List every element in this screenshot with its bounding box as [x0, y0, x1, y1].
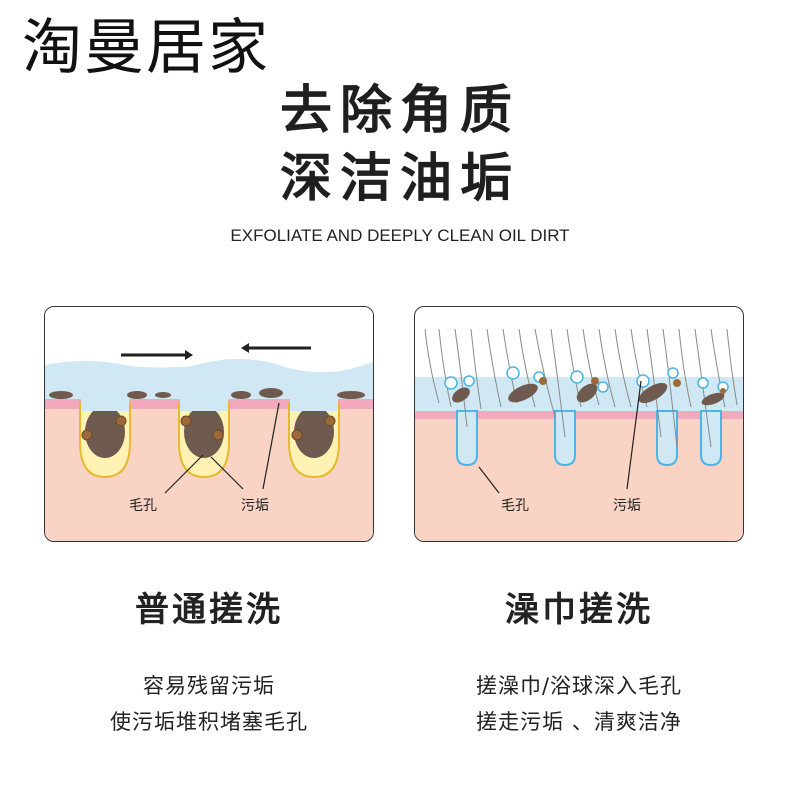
dirt-label: 污垢	[613, 498, 641, 514]
pore-2	[178, 402, 230, 479]
dirt-label: 污垢	[241, 498, 269, 514]
ordinary-scrub-illustration: 毛孔 污垢	[44, 306, 374, 542]
pore-label: 毛孔	[501, 498, 529, 514]
english-subtitle: EXFOLIATE AND DEEPLY CLEAN OIL DIRT	[230, 226, 570, 245]
ordinary-scrub-desc-2: 使污垢堆积堵塞毛孔	[110, 710, 308, 734]
towel-scrub-desc-1: 搓澡巾/浴球深入毛孔	[475, 674, 683, 698]
towel-scrub-desc-2: 搓走污垢 、清爽洁净	[476, 710, 682, 734]
ordinary-scrub-diagram	[45, 307, 373, 541]
towel-scrub-illustration: 毛孔 污垢	[414, 306, 744, 542]
surface-dirt	[49, 388, 365, 399]
ordinary-scrub-title: 普通搓洗	[135, 590, 283, 630]
clean-pores	[456, 410, 722, 467]
scrub-direction-arrows	[121, 343, 311, 360]
brand-name: 淘曼居家	[22, 13, 270, 83]
headline-line-2: 深洁油垢	[279, 149, 520, 209]
pore-label: 毛孔	[129, 498, 157, 514]
headline-line-1: 去除角质	[279, 81, 520, 141]
towel-scrub-diagram	[415, 328, 743, 541]
dirt-particles	[81, 415, 336, 441]
lifted-dirt	[444, 366, 729, 406]
ordinary-scrub-desc-1: 容易残留污垢	[143, 674, 275, 698]
towel-scrub-title: 澡巾搓洗	[505, 590, 653, 630]
